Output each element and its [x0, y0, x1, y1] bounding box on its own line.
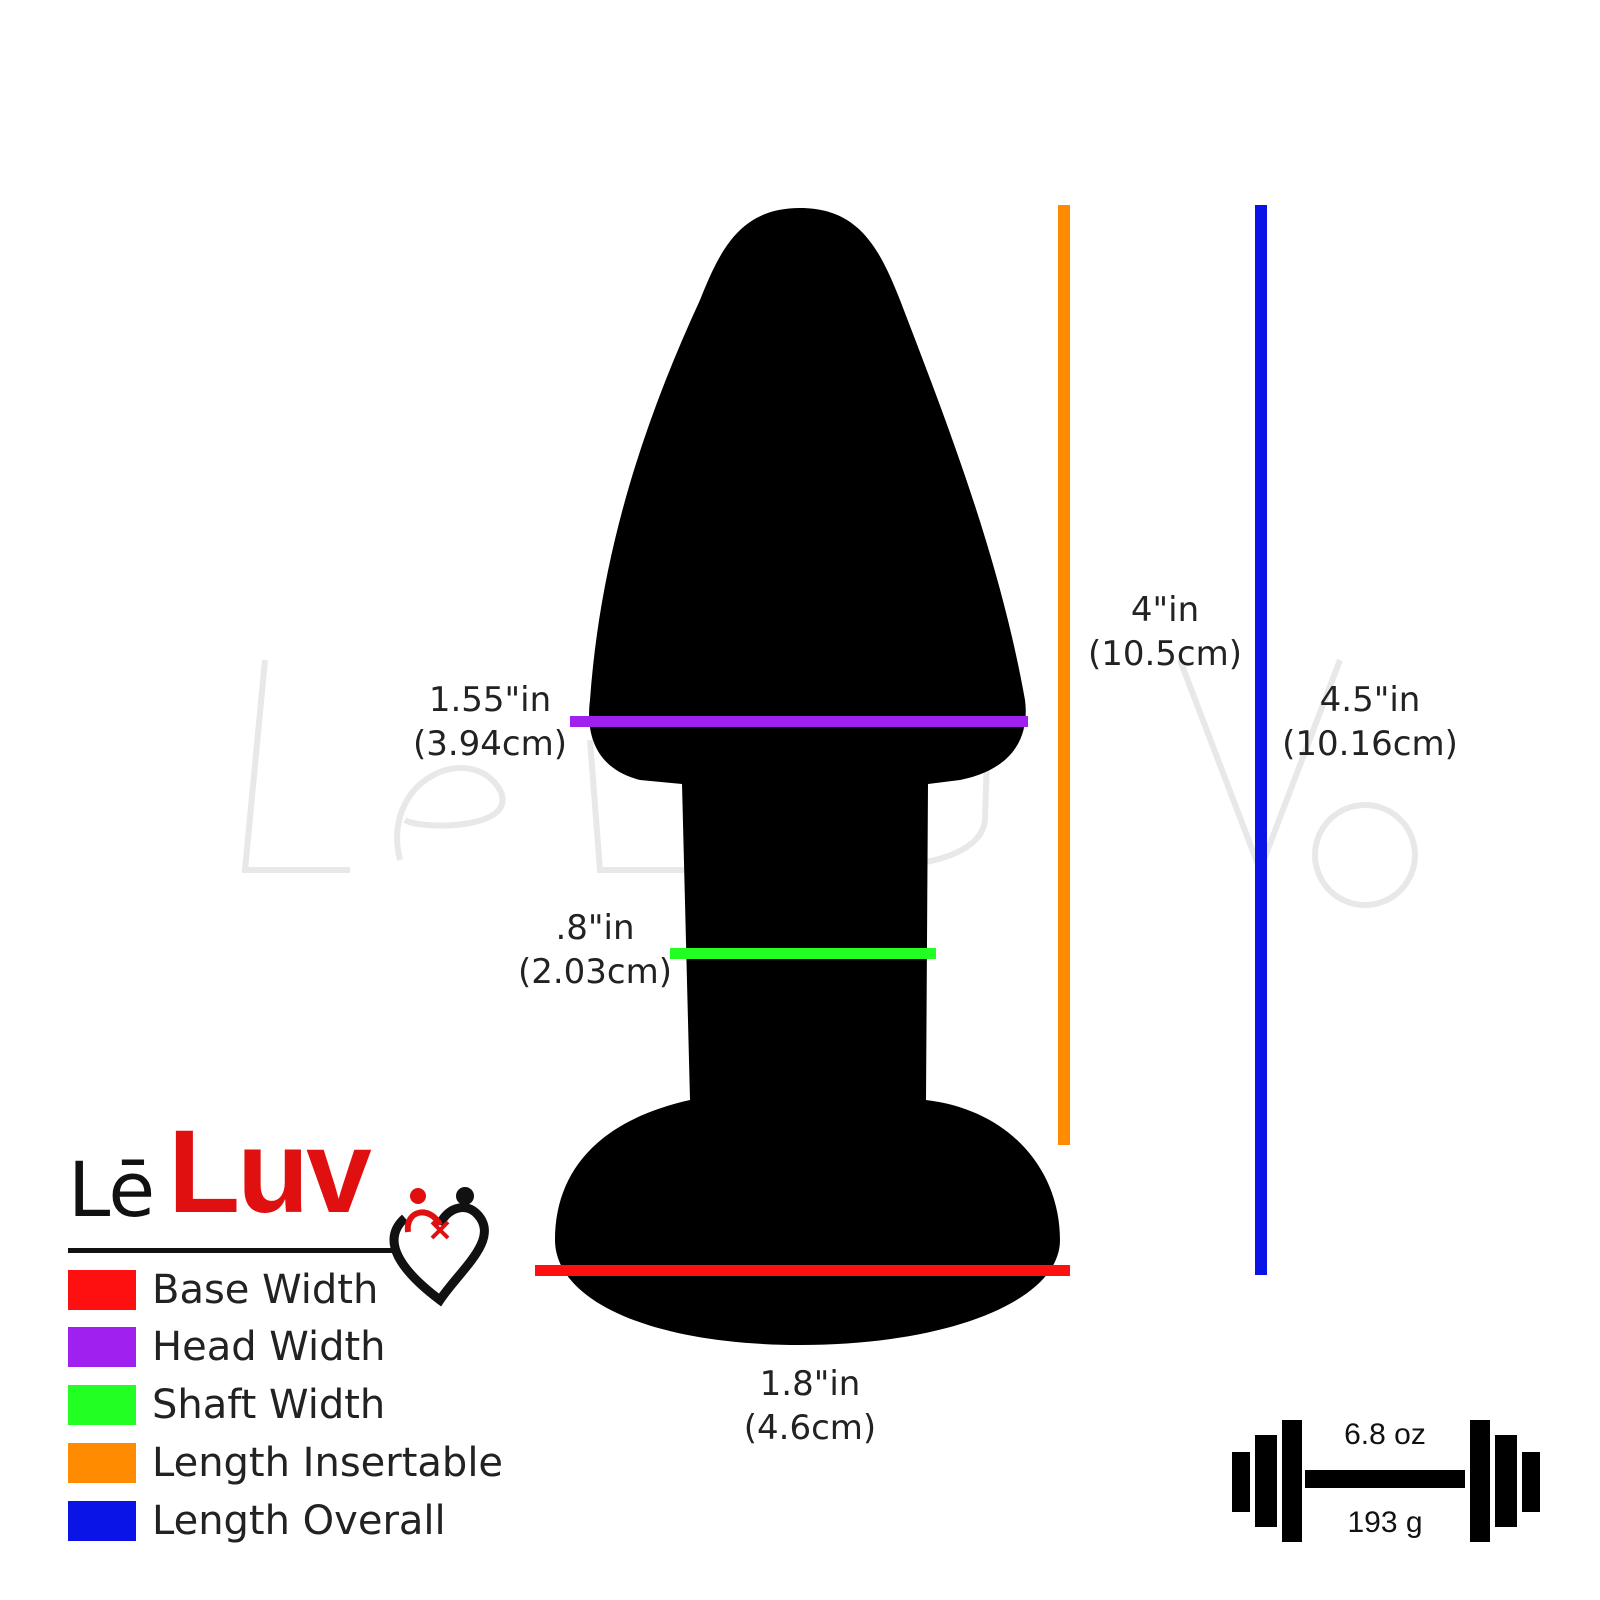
base-width-line — [535, 1265, 1070, 1276]
length-insertable-inches: 4"in — [1130, 590, 1200, 630]
head-width-cm: (3.94cm) — [412, 724, 568, 764]
head-width-inches: 1.55"in — [428, 680, 552, 720]
shaft-width-cm: (2.03cm) — [517, 952, 673, 992]
legend-label: Head Width — [152, 1324, 386, 1370]
legend-swatch-shaft-width — [68, 1385, 136, 1425]
logo-underline — [68, 1248, 398, 1253]
legend-label: Length Insertable — [152, 1440, 504, 1486]
head-width-line — [570, 716, 1028, 727]
watermark-registered-icon — [1312, 802, 1418, 908]
length-insertable-line — [1058, 205, 1070, 1145]
legend-swatch-length-overall — [68, 1501, 136, 1541]
legend-item-length-overall: Length Overall — [68, 1499, 548, 1543]
length-overall-line — [1255, 205, 1267, 1275]
shaft-width-line — [670, 948, 936, 959]
head-width-label: 1.55"in (3.94cm) — [400, 678, 580, 766]
base-width-cm: (4.6cm) — [743, 1408, 877, 1448]
heart-couple-icon — [389, 1187, 489, 1307]
legend-item-head-width: Head Width — [68, 1325, 548, 1369]
legend-swatch-length-insertable — [68, 1443, 136, 1483]
length-insertable-cm: (10.5cm) — [1087, 634, 1243, 674]
watermark-e-glyph — [394, 764, 506, 861]
logo-prefix: Lē — [68, 1145, 155, 1234]
shaft-width-inches: .8"in — [555, 908, 635, 948]
length-insertable-label: 4"in (10.5cm) — [1080, 588, 1250, 676]
logo-main: Luv — [168, 1106, 372, 1238]
length-overall-cm: (10.16cm) — [1282, 724, 1458, 764]
weight-metric: 193 g — [1347, 1506, 1423, 1539]
weight-imperial: 6.8 oz — [1344, 1418, 1426, 1451]
base-width-label: 1.8"in (4.6cm) — [725, 1362, 895, 1450]
shaft-width-label: .8"in (2.03cm) — [510, 906, 680, 994]
legend-label: Length Overall — [152, 1498, 446, 1544]
legend-swatch-head-width — [68, 1327, 136, 1367]
watermark-l-glyph — [241, 659, 350, 873]
legend-item-length-insertable: Length Insertable — [68, 1441, 548, 1485]
base-width-inches: 1.8"in — [759, 1364, 861, 1404]
watermark-L-glyph — [587, 739, 700, 873]
legend-label: Shaft Width — [152, 1382, 386, 1428]
length-overall-label: 4.5"in (10.16cm) — [1275, 678, 1465, 766]
legend-swatch-base-width — [68, 1270, 136, 1310]
legend-label: Base Width — [152, 1267, 379, 1313]
legend-item-shaft-width: Shaft Width — [68, 1383, 548, 1427]
product-shape — [555, 208, 1060, 1345]
length-overall-inches: 4.5"in — [1319, 680, 1421, 720]
legend-item-base-width: Base Width — [68, 1268, 548, 1312]
